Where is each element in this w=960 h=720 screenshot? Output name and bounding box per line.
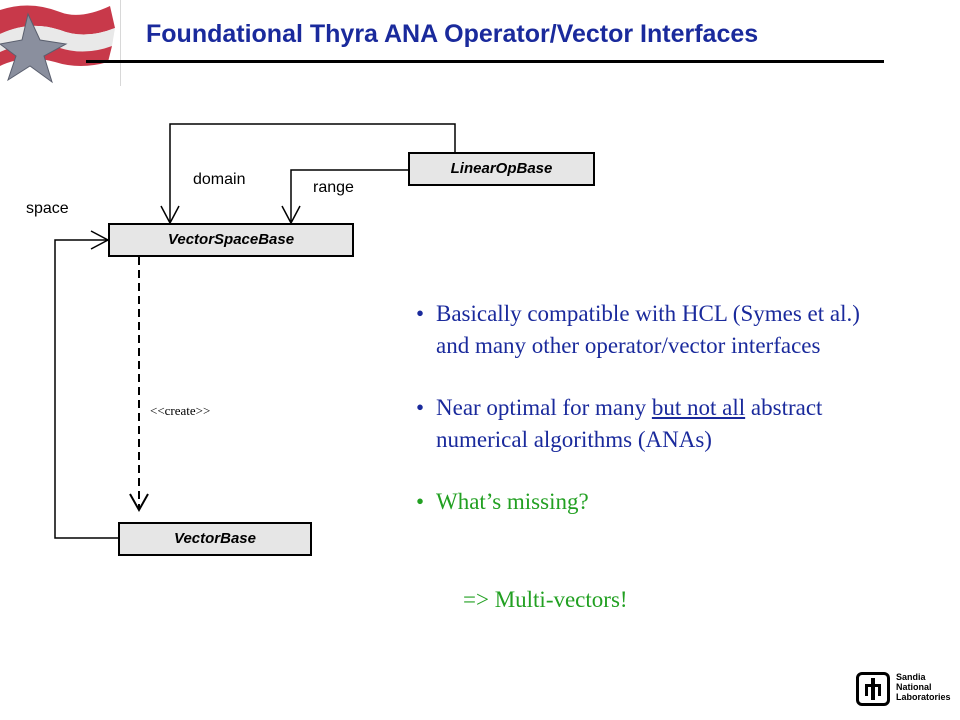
- class-linearopbase: LinearOpBase: [408, 152, 595, 186]
- create-arrowhead: [129, 493, 149, 513]
- bullet-text-pre: Near optimal for many: [436, 395, 652, 420]
- logo-line-3: Laboratories: [896, 692, 951, 702]
- bullet-text-post: abstract numerical algorithms (ANAs): [436, 395, 823, 452]
- domain-association: [169, 123, 456, 223]
- space-association: [54, 239, 118, 539]
- bullet-dot: •: [416, 301, 425, 326]
- bullet-item: • Near optimal for many but not all abst…: [416, 392, 896, 456]
- class-vectorbase: VectorBase: [118, 522, 312, 556]
- space-label: space: [26, 200, 69, 217]
- logo-line-2: National: [896, 682, 932, 692]
- bullet-text: Basically compatible with HCL (Symes et …: [436, 301, 860, 358]
- sandia-logo: Sandia National Laboratories: [854, 670, 954, 714]
- domain-label: domain: [193, 171, 246, 188]
- bullet-item: • What’s missing?: [416, 486, 896, 518]
- bullet-item: • Basically compatible with HCL (Symes e…: [416, 298, 896, 362]
- sandia-thunderbird-icon: [856, 672, 890, 706]
- bullet-list: • Basically compatible with HCL (Symes e…: [416, 298, 896, 518]
- sandia-logo-text: Sandia National Laboratories: [896, 672, 951, 702]
- bullet-dot: •: [416, 489, 425, 514]
- logo-line-1: Sandia: [896, 672, 926, 682]
- header-divider-line: [120, 0, 121, 86]
- bullet-dot: •: [416, 395, 425, 420]
- bullet-text: What’s missing?: [436, 489, 589, 514]
- slide-title: Foundational Thyra ANA Operator/Vector I…: [146, 20, 759, 48]
- class-vectorspacebase: VectorSpaceBase: [108, 223, 354, 257]
- flag-star-graphic: [0, 5, 115, 84]
- bullet-text-underlined: but not all: [651, 395, 746, 420]
- title-rule: [86, 60, 884, 63]
- range-label: range: [313, 179, 354, 196]
- create-stereotype-label: <<create>>: [150, 403, 211, 418]
- range-association: [290, 169, 408, 223]
- answer-text: => Multi-vectors!: [463, 587, 628, 612]
